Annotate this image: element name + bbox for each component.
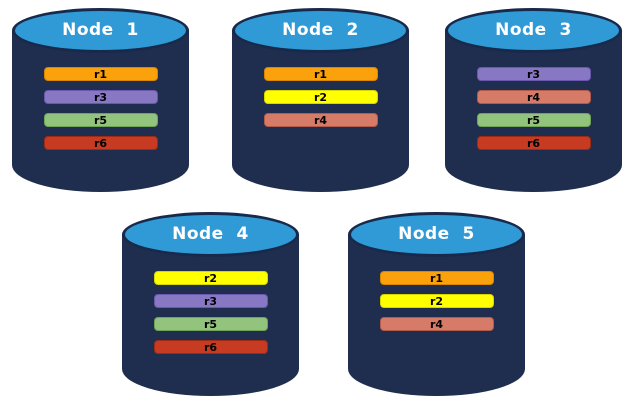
node-cylinder: Node 5 r1 r2 r4	[348, 212, 525, 396]
replica-label: r3	[203, 294, 218, 308]
node-title: Node 3	[495, 19, 572, 40]
node-cylinder: Node 4 r2 r3 r5 r6	[122, 212, 299, 396]
replica-list: r1 r3 r5 r6	[12, 67, 189, 150]
replica-label: r3	[526, 67, 541, 81]
cylinder-body	[12, 30, 189, 192]
replica-bar-r1: r1	[263, 67, 378, 81]
replica-label: r4	[313, 113, 328, 127]
replica-bar-r1: r1	[379, 271, 494, 285]
replica-label: r5	[203, 317, 218, 331]
replica-bar-r4: r4	[476, 90, 591, 104]
replica-list: r3 r4 r5 r6	[445, 67, 622, 150]
replica-bar-r2: r2	[153, 271, 268, 285]
replica-bar-r2: r2	[263, 90, 378, 104]
replica-label: r4	[526, 90, 541, 104]
node-cylinder: Node 2 r1 r2 r4	[232, 8, 409, 192]
replica-bar-r4: r4	[379, 317, 494, 331]
replica-bar-r6: r6	[153, 340, 268, 354]
replica-label: r6	[93, 136, 108, 150]
replica-list: r1 r2 r4	[348, 271, 525, 331]
node-title: Node 2	[282, 19, 359, 40]
replica-label: r4	[429, 317, 444, 331]
cylinder-body	[348, 234, 525, 396]
cylinder-top-ellipse: Node 4	[122, 212, 299, 257]
replica-label: r5	[526, 113, 541, 127]
replica-list: r1 r2 r4	[232, 67, 409, 127]
cylinder-top-ellipse: Node 1	[12, 8, 189, 53]
node-title: Node 4	[172, 223, 249, 244]
replica-label: r6	[203, 340, 218, 354]
node-title: Node 1	[62, 19, 139, 40]
cylinder-top-ellipse: Node 2	[232, 8, 409, 53]
replica-label: r2	[203, 271, 218, 285]
node-title: Node 5	[398, 223, 475, 244]
replica-label: r1	[313, 67, 328, 81]
replica-label: r2	[429, 294, 444, 308]
replica-label: r6	[526, 136, 541, 150]
replica-bar-r6: r6	[43, 136, 158, 150]
replica-bar-r5: r5	[43, 113, 158, 127]
replica-label: r1	[429, 271, 444, 285]
replica-bar-r6: r6	[476, 136, 591, 150]
replica-bar-r3: r3	[476, 67, 591, 81]
cylinder-body	[122, 234, 299, 396]
node-cylinder: Node 1 r1 r3 r5 r6	[12, 8, 189, 192]
replica-label: r2	[313, 90, 328, 104]
replica-label: r5	[93, 113, 108, 127]
cylinder-body	[445, 30, 622, 192]
replica-bar-r3: r3	[153, 294, 268, 308]
replica-bar-r3: r3	[43, 90, 158, 104]
node-cylinder: Node 3 r3 r4 r5 r6	[445, 8, 622, 192]
replica-bar-r5: r5	[476, 113, 591, 127]
replica-label: r1	[93, 67, 108, 81]
replica-list: r2 r3 r5 r6	[122, 271, 299, 354]
cylinder-body	[232, 30, 409, 192]
replica-bar-r4: r4	[263, 113, 378, 127]
replica-bar-r2: r2	[379, 294, 494, 308]
replica-bar-r1: r1	[43, 67, 158, 81]
cylinder-top-ellipse: Node 5	[348, 212, 525, 257]
replica-label: r3	[93, 90, 108, 104]
cylinder-top-ellipse: Node 3	[445, 8, 622, 53]
replica-bar-r5: r5	[153, 317, 268, 331]
